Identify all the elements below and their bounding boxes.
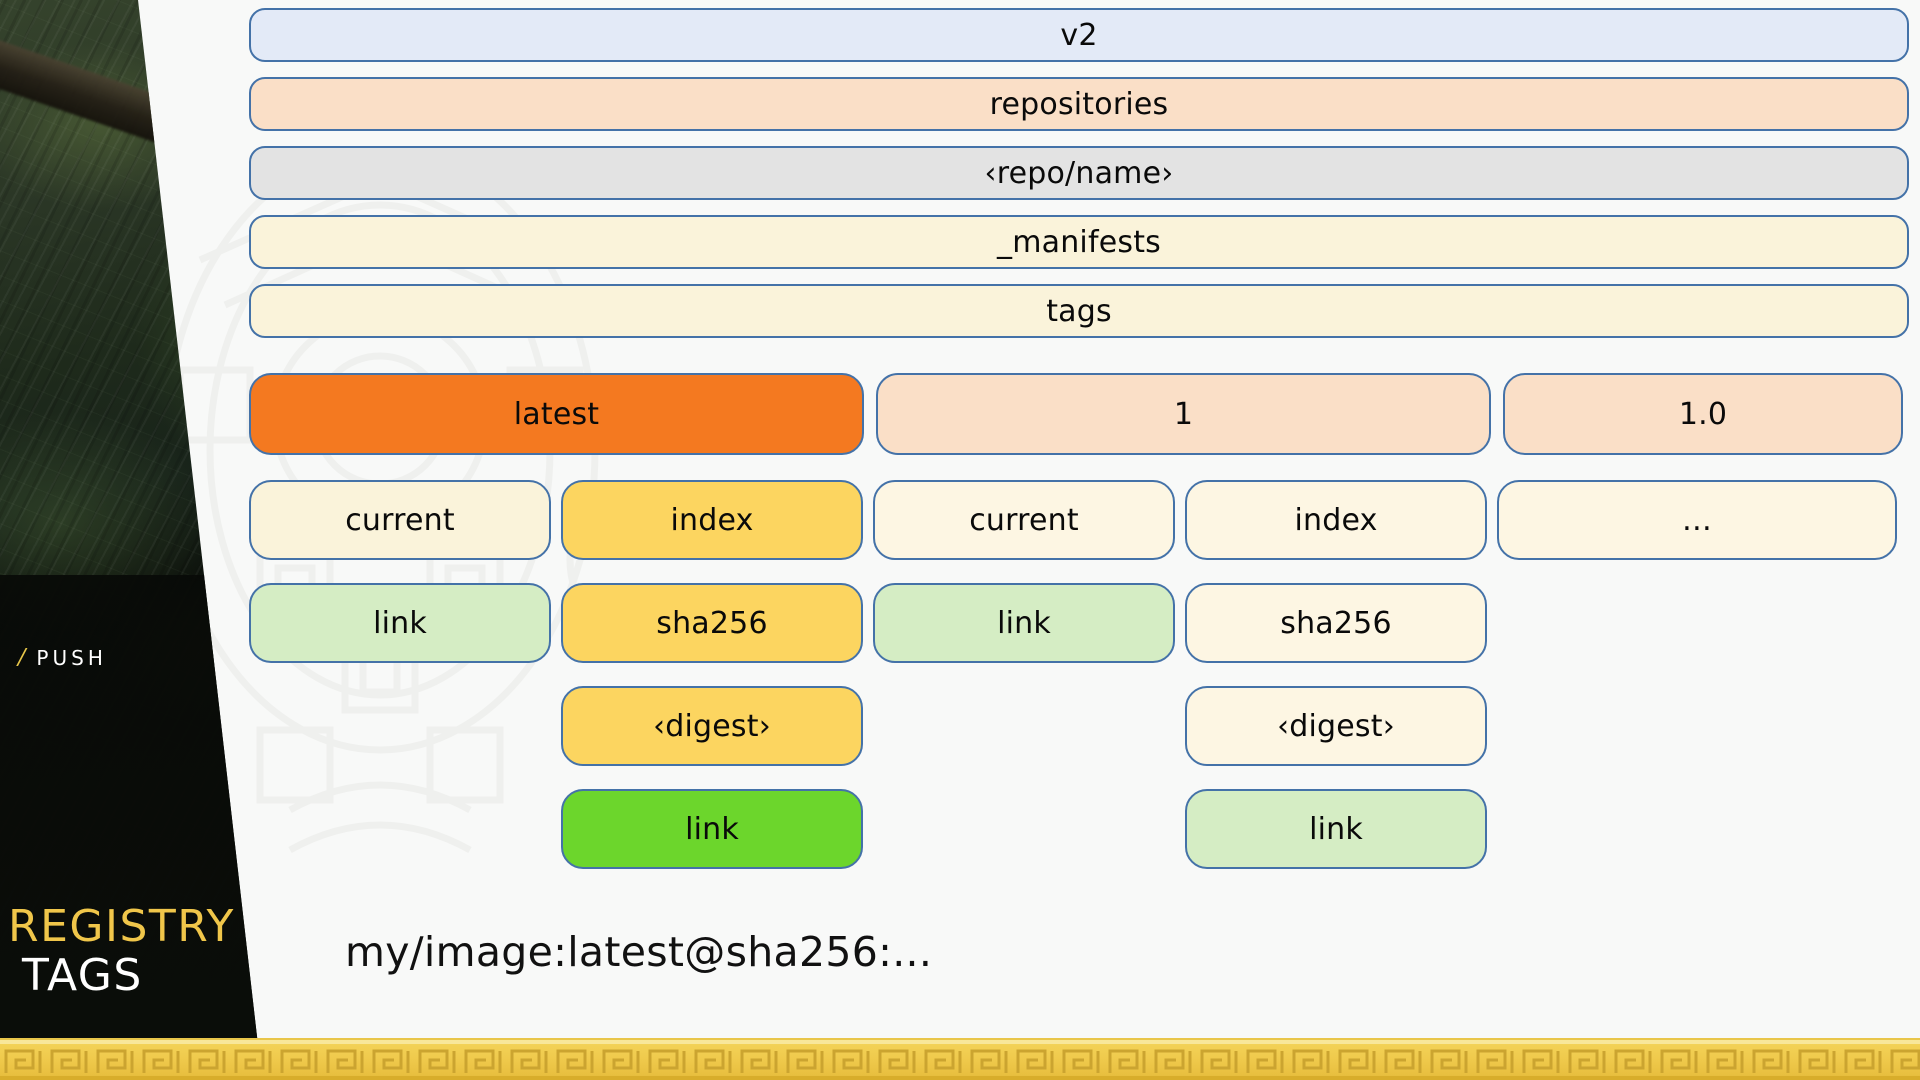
node-label: ‹digest› bbox=[653, 708, 771, 744]
entry-one-current[interactable]: current bbox=[873, 480, 1175, 560]
node-label: link bbox=[997, 605, 1051, 641]
digest-row: ‹digest› ‹digest› bbox=[561, 686, 1487, 766]
node-latest-index-digest-link[interactable]: link bbox=[561, 789, 863, 869]
entry-label: current bbox=[345, 502, 455, 538]
eyebrow-text: PUSH bbox=[36, 645, 107, 670]
tag-label: latest bbox=[513, 396, 600, 432]
node-one-current-link[interactable]: link bbox=[873, 583, 1175, 663]
tree-node-v2[interactable]: v2 bbox=[249, 8, 1909, 62]
tag-label: 1.0 bbox=[1678, 396, 1728, 432]
tree-node-label: repositories bbox=[989, 86, 1169, 122]
tree-node-repositories[interactable]: repositories bbox=[249, 77, 1909, 131]
entries-row: current index current index … bbox=[249, 480, 1897, 560]
meander-pattern bbox=[0, 1040, 1920, 1080]
tree-node-label: tags bbox=[1046, 293, 1112, 329]
node-one-index-sha256[interactable]: sha256 bbox=[1185, 583, 1487, 663]
node-label: sha256 bbox=[1280, 605, 1392, 641]
node-latest-index-sha256[interactable]: sha256 bbox=[561, 583, 863, 663]
tags-row: latest 1 1.0 bbox=[249, 373, 1903, 455]
tree-node-label: ‹repo/name› bbox=[984, 155, 1174, 191]
entry-label: current bbox=[969, 502, 1079, 538]
tree-node-label: _manifests bbox=[997, 224, 1161, 260]
tag-1-0[interactable]: 1.0 bbox=[1503, 373, 1903, 455]
node-label: ‹digest› bbox=[1277, 708, 1395, 744]
entry-label: index bbox=[670, 502, 754, 538]
link-sha256-row: link sha256 link sha256 bbox=[249, 583, 1487, 663]
registry-tree-diagram: v2 repositories ‹repo/name› _manifests t… bbox=[249, 8, 1909, 869]
node-latest-index-digest[interactable]: ‹digest› bbox=[561, 686, 863, 766]
tree-node-label: v2 bbox=[1060, 17, 1098, 53]
node-label: link bbox=[373, 605, 427, 641]
tree-node-tags[interactable]: tags bbox=[249, 284, 1909, 338]
node-label: link bbox=[685, 811, 739, 847]
node-latest-current-link[interactable]: link bbox=[249, 583, 551, 663]
image-reference-caption: my/image:latest@sha256:... bbox=[345, 928, 933, 976]
node-label: sha256 bbox=[656, 605, 768, 641]
section-eyebrow: / PUSH bbox=[15, 645, 107, 670]
entry-more-ellipsis[interactable]: … bbox=[1497, 480, 1897, 560]
entry-latest-index[interactable]: index bbox=[561, 480, 863, 560]
node-one-index-digest[interactable]: ‹digest› bbox=[1185, 686, 1487, 766]
tree-node-repo-name[interactable]: ‹repo/name› bbox=[249, 146, 1909, 200]
greek-key-border bbox=[0, 1038, 1920, 1080]
tag-1[interactable]: 1 bbox=[876, 373, 1491, 455]
entry-label: … bbox=[1681, 502, 1713, 538]
slash-icon: / bbox=[15, 645, 29, 670]
tag-label: 1 bbox=[1173, 396, 1194, 432]
entry-latest-current[interactable]: current bbox=[249, 480, 551, 560]
title-line-registry: Registry bbox=[8, 901, 235, 952]
node-one-index-digest-link[interactable]: link bbox=[1185, 789, 1487, 869]
digest-link-row: link link bbox=[561, 789, 1487, 869]
node-label: link bbox=[1309, 811, 1363, 847]
entry-one-index[interactable]: index bbox=[1185, 480, 1487, 560]
slide-title-block: Registry Tags bbox=[8, 905, 235, 1002]
entry-label: index bbox=[1294, 502, 1378, 538]
tree-node-manifests[interactable]: _manifests bbox=[249, 215, 1909, 269]
tag-latest[interactable]: latest bbox=[249, 373, 864, 455]
title-line-tags: Tags bbox=[22, 950, 143, 1001]
